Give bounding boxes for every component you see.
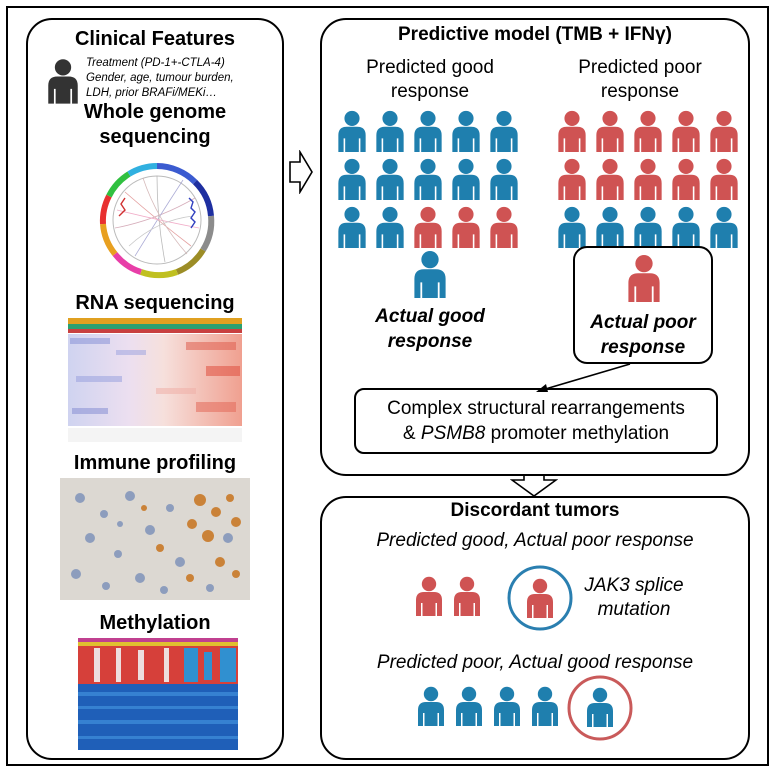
person-icon [456, 686, 482, 726]
methylation-heatmap [64, 636, 254, 754]
mechanism-amp: & [402, 423, 416, 444]
person-icon [376, 158, 404, 200]
person-icon [596, 158, 624, 200]
person-icon [452, 110, 480, 152]
predicted-good-group [338, 110, 518, 248]
predicted-good-line2: response [390, 81, 470, 102]
mechanism-gene: PSMB8 [420, 423, 486, 444]
circos-plot [99, 163, 215, 279]
person-icon [558, 158, 586, 200]
person-icon [710, 206, 738, 248]
actual-poor-line2: response [600, 337, 686, 358]
predicted-poor-group [558, 110, 738, 248]
person-icon [494, 686, 520, 726]
person-icon [454, 576, 480, 616]
person-icon [596, 206, 624, 248]
wgs-title: Whole genome sequencing [26, 100, 284, 150]
person-icon [338, 206, 366, 248]
person-icon [490, 158, 518, 200]
person-icon [338, 110, 366, 152]
person-icon [532, 686, 558, 726]
actual-poor-line1: Actual poor [590, 312, 696, 333]
model-title: Predictive model (TMB + IFNγ) [398, 24, 672, 45]
predicted-poor-label: Predicted poor response [540, 56, 740, 104]
mechanism-line1: Complex structural rearrangements [387, 398, 685, 419]
person-icon [672, 158, 700, 200]
clinical-features-title: Clinical Features [74, 28, 236, 50]
actual-good-label: Actual good response [340, 304, 520, 354]
methylation-title: Methylation [99, 612, 211, 634]
person-icon [414, 206, 442, 248]
mechanism-box: Complex structural rearrangements & PSMB… [354, 388, 718, 454]
person-icon [634, 206, 662, 248]
person-icon [418, 686, 444, 726]
arrow-right-icon [289, 150, 313, 194]
case1-label: Predicted good, Actual poor response [376, 530, 694, 551]
case2-people [418, 686, 558, 726]
person-icon [376, 110, 404, 152]
person-icon [376, 206, 404, 248]
person-icon [416, 576, 442, 616]
person-icon [490, 206, 518, 248]
predicted-poor-line2: response [600, 81, 680, 102]
person-icon [672, 110, 700, 152]
case2-highlight [567, 675, 633, 741]
person-icon [490, 110, 518, 152]
actual-poor-label: Actual poor response [573, 310, 713, 360]
person-icon [558, 110, 586, 152]
person-icon [338, 158, 366, 200]
immune-title: Immune profiling [73, 452, 237, 474]
case2-label: Predicted poor, Actual good response [376, 652, 694, 673]
clinical-detail-treatment: Treatment (PD-1+-CTLA-4) [86, 57, 225, 69]
person-icon [414, 110, 442, 152]
case1-note: JAK3 splice mutation [574, 574, 694, 622]
clinical-detail-demographics: Gender, age, tumour burden, [86, 72, 234, 84]
clinical-detail-ldh: LDH, prior BRAFi/MEKi… [86, 87, 217, 99]
case1-note-line2: mutation [597, 599, 671, 620]
mechanism-rest: promoter methylation [490, 423, 670, 444]
case1-note-line1: JAK3 splice [584, 575, 684, 596]
person-icon [634, 110, 662, 152]
person-icon [558, 206, 586, 248]
person-icon [452, 158, 480, 200]
person-icon [414, 158, 442, 200]
predicted-poor-line1: Predicted poor [578, 57, 702, 78]
person-icon [452, 206, 480, 248]
clinical-details: Treatment (PD-1+-CTLA-4) Gender, age, tu… [86, 56, 282, 101]
figure-frame [6, 6, 769, 766]
predicted-good-label: Predicted good response [330, 56, 530, 104]
ihc-image [60, 478, 250, 600]
wgs-title-line2: sequencing [99, 126, 211, 148]
person-icon [48, 59, 78, 104]
rna-heatmap [56, 316, 244, 446]
actual-good-line1: Actual good [375, 306, 485, 327]
person-icon [672, 206, 700, 248]
wgs-title-line1: Whole genome [83, 101, 227, 123]
actual-poor-person-icon [628, 254, 660, 302]
rna-title: RNA sequencing [75, 292, 235, 314]
actual-good-line2: response [387, 331, 473, 352]
person-icon [634, 158, 662, 200]
actual-poor-box [573, 246, 713, 364]
predicted-good-line1: Predicted good [366, 57, 494, 78]
mechanism-line2: & PSMB8 promoter methylation [356, 421, 716, 446]
person-icon [710, 158, 738, 200]
jak3-highlight [507, 565, 573, 631]
person-icon [710, 110, 738, 152]
discordant-title: Discordant tumors [450, 500, 620, 521]
person-icon [596, 110, 624, 152]
actual-good-person-icon [414, 250, 446, 298]
